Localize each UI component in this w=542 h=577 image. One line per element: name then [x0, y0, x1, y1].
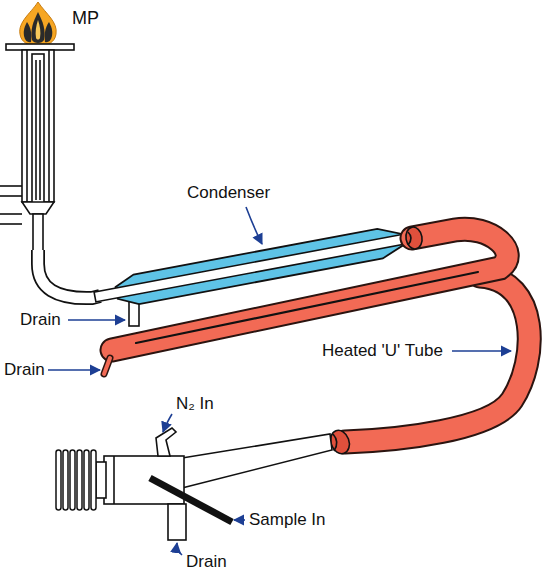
drain-label: Drain: [186, 552, 227, 572]
part-label: Heated 'U' Tube: [322, 341, 443, 361]
part-label: Condenser: [187, 183, 270, 203]
sample-capillary: [150, 478, 232, 522]
spray-chamber: [96, 428, 332, 540]
plasma-flame: [20, 2, 56, 46]
bellows-fin: [70, 450, 75, 510]
torch-body: [0, 44, 74, 254]
leader-arrows: [48, 207, 511, 555]
port-label: N₂ In: [176, 394, 214, 414]
heated-u-tube: [112, 229, 529, 442]
port-label: Sample In: [249, 510, 326, 530]
bellows-fin: [56, 450, 61, 510]
bellows-fin: [63, 450, 68, 510]
glass-tube: [38, 250, 102, 298]
bellows: [56, 450, 96, 510]
bellows-fin: [91, 450, 96, 510]
bellows-fin: [84, 450, 89, 510]
bellows-fin: [77, 450, 82, 510]
drain-label: Drain: [4, 360, 45, 380]
u-tube-drain: [104, 358, 110, 374]
u-tube-drain-fill: [104, 358, 110, 374]
drain-label: Drain: [20, 310, 61, 330]
torch-label: MP: [72, 8, 99, 28]
